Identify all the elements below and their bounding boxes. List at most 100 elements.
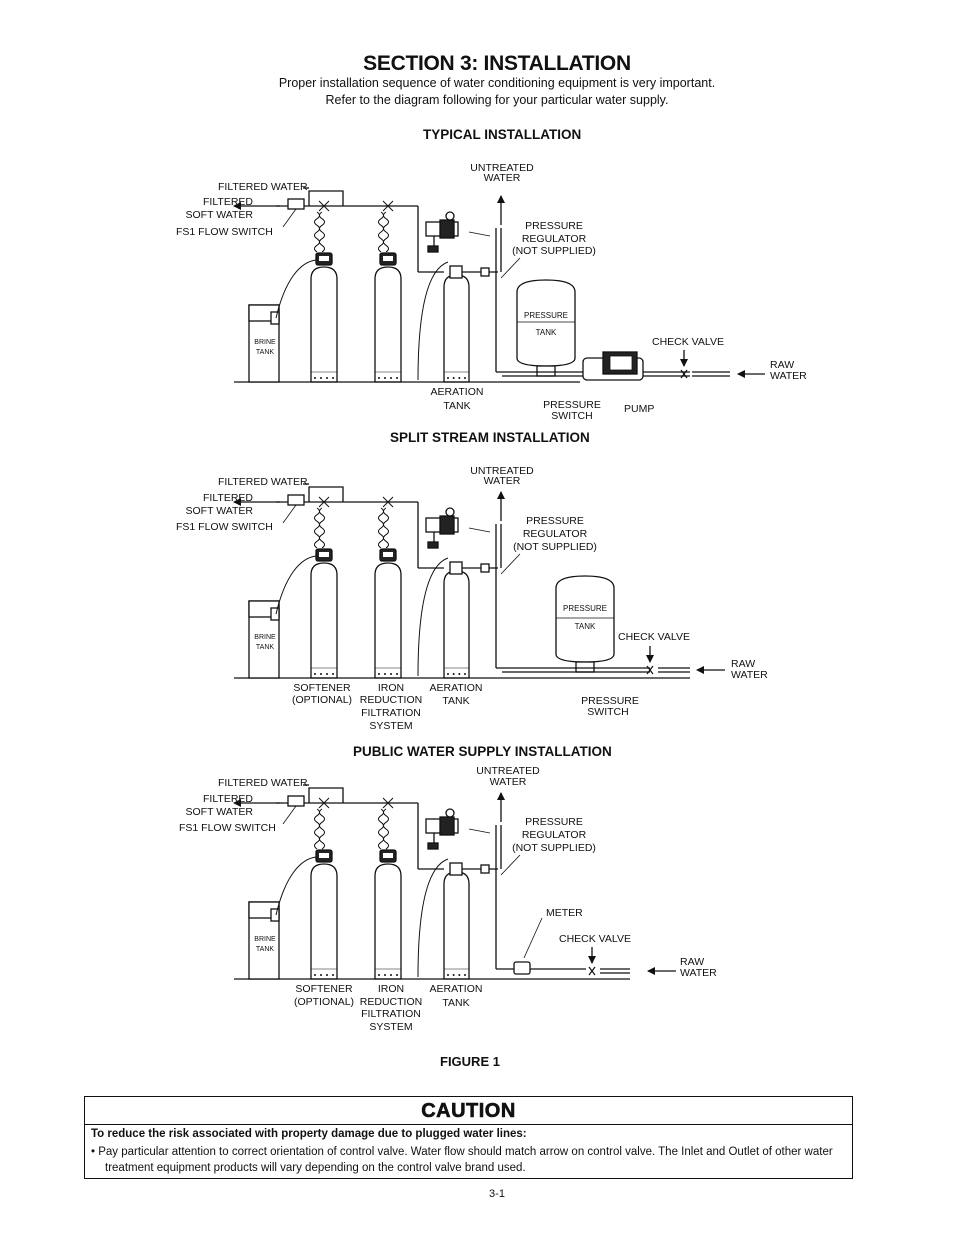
p-brine-1: BRINE xyxy=(254,936,276,943)
s-filtered-water: FILTERED WATER xyxy=(218,476,308,488)
p-filtered-2: SOFT WATER xyxy=(185,806,253,818)
s-pswitch-2: SWITCH xyxy=(587,706,629,718)
t-check-valve: CHECK VALVE xyxy=(652,336,724,348)
p-iron-4: SYSTEM xyxy=(369,1021,413,1033)
figure-label: FIGURE 1 xyxy=(440,1054,500,1069)
caution-word: CAUTION xyxy=(421,1100,516,1123)
t-aeration-1: AERATION xyxy=(430,386,484,398)
t-pswitch-1: PRESSURE xyxy=(543,399,601,411)
t-pump: PUMP xyxy=(624,403,655,415)
p-softener-1: SOFTENER xyxy=(295,983,353,995)
meter xyxy=(513,961,531,975)
pressure-regulator xyxy=(425,211,459,253)
p-iron-3: FILTRATION xyxy=(361,1008,421,1020)
p-reg-1: PRESSURE xyxy=(525,816,583,828)
public-water-supply-drawing xyxy=(233,784,676,980)
intro-line-1: Proper installation sequence of water co… xyxy=(278,76,716,90)
s-filtered-2: SOFT WATER xyxy=(185,505,253,517)
t-ptank-1: PRESSURE xyxy=(523,311,568,320)
s-check-valve: CHECK VALVE xyxy=(618,631,690,643)
s-untreated-1: UNTREATED xyxy=(470,465,534,477)
fs1-flow-switch xyxy=(287,795,305,807)
s-iron-4: SYSTEM xyxy=(369,720,413,732)
s-reg-2: REGULATOR xyxy=(522,528,588,540)
p-iron-1: IRON xyxy=(377,983,405,995)
p-softener-2: (OPTIONAL) xyxy=(293,996,355,1008)
s-filtered-1: FILTERED xyxy=(203,492,253,504)
pressure-regulator xyxy=(425,808,459,850)
s-pswitch-1: PRESSURE xyxy=(581,695,639,707)
p-brine-2: TANK xyxy=(255,946,275,953)
p-iron-2: REDUCTION xyxy=(359,996,423,1008)
s-brine-2: TANK xyxy=(255,644,275,651)
fs1-flow-switch xyxy=(287,494,305,506)
section-title: SECTION 3: INSTALLATION xyxy=(363,52,631,75)
caution-bullet: • Pay particular attention to correct or… xyxy=(91,1146,833,1174)
p-untreated-1: UNTREATED xyxy=(476,765,540,777)
t-filtered-water: FILTERED WATER xyxy=(218,181,308,193)
iron-filter-tank xyxy=(374,562,402,679)
split-stream-drawing xyxy=(233,483,725,679)
s-raw-2: WATER xyxy=(731,669,768,681)
s-iron-3: FILTRATION xyxy=(361,707,421,719)
t-pswitch-2: SWITCH xyxy=(551,410,593,422)
s-iron-1: IRON xyxy=(377,682,405,694)
p-untreated-2: WATER xyxy=(489,776,527,788)
caution-bold-line: To reduce the risk associated with prope… xyxy=(91,1128,527,1140)
p-aeration-2: TANK xyxy=(442,997,470,1009)
pressure-tank xyxy=(516,279,576,377)
aeration-tank xyxy=(443,871,470,980)
public-heading: PUBLIC WATER SUPPLY INSTALLATION xyxy=(353,744,612,759)
t-brine-1: BRINE xyxy=(254,339,276,346)
page-number: 3-1 xyxy=(489,1188,505,1200)
split-heading: SPLIT STREAM INSTALLATION xyxy=(390,430,590,445)
t-reg-3: (NOT SUPPLIED) xyxy=(512,245,596,257)
s-fs1-flow-switch: FS1 FLOW SWITCH xyxy=(176,521,273,533)
fs1-flow-switch xyxy=(287,198,305,210)
s-iron-2: REDUCTION xyxy=(359,694,423,706)
softener-tank xyxy=(310,562,338,679)
iron-filter-tank xyxy=(374,863,402,980)
aeration-tank xyxy=(443,570,470,679)
t-aeration-2: TANK xyxy=(443,400,471,412)
p-check-valve: CHECK VALVE xyxy=(559,933,631,945)
pressure-tank xyxy=(555,575,615,673)
p-reg-2: REGULATOR xyxy=(521,829,587,841)
t-raw-2: WATER xyxy=(770,370,807,382)
t-untreated-2: WATER xyxy=(483,172,521,184)
pressure-regulator xyxy=(425,507,459,549)
t-filtered-2: SOFT WATER xyxy=(185,209,253,221)
softener-tank xyxy=(310,266,338,383)
s-ptank-1: PRESSURE xyxy=(562,604,607,613)
intro-line-2: Refer to the diagram following for your … xyxy=(325,93,669,107)
caution-header: CAUTION xyxy=(85,1097,852,1125)
t-fs1-flow-switch: FS1 FLOW SWITCH xyxy=(176,226,273,238)
softener-tank xyxy=(310,863,338,980)
p-fs1-flow-switch: FS1 FLOW SWITCH xyxy=(179,822,276,834)
s-softener-2: (OPTIONAL) xyxy=(291,694,353,706)
s-aeration-2: TANK xyxy=(442,695,470,707)
s-reg-3: (NOT SUPPLIED) xyxy=(513,541,597,553)
p-raw-2: WATER xyxy=(680,967,717,979)
t-reg-2: REGULATOR xyxy=(521,233,587,245)
s-raw-1: RAW xyxy=(731,658,756,670)
iron-filter-tank xyxy=(374,266,402,383)
s-reg-1: PRESSURE xyxy=(526,515,584,527)
s-ptank-2: TANK xyxy=(574,622,596,631)
s-softener-1: SOFTENER xyxy=(293,682,351,694)
t-reg-1: PRESSURE xyxy=(525,220,583,232)
p-filtered-1: FILTERED xyxy=(203,793,253,805)
s-aeration-1: AERATION xyxy=(429,682,483,694)
typical-heading: TYPICAL INSTALLATION xyxy=(423,127,582,142)
caution-box: CAUTION To reduce the risk associated wi… xyxy=(84,1096,853,1179)
s-untreated-2: WATER xyxy=(483,475,521,487)
p-meter: METER xyxy=(546,907,583,919)
t-filtered-1: FILTERED xyxy=(203,196,253,208)
p-aeration-1: AERATION xyxy=(429,983,483,995)
p-reg-3: (NOT SUPPLIED) xyxy=(512,842,596,854)
pump xyxy=(582,351,644,381)
t-untreated-1: UNTREATED xyxy=(470,162,534,174)
p-filtered-water: FILTERED WATER xyxy=(218,777,308,789)
typical-installation-drawing xyxy=(233,187,765,383)
